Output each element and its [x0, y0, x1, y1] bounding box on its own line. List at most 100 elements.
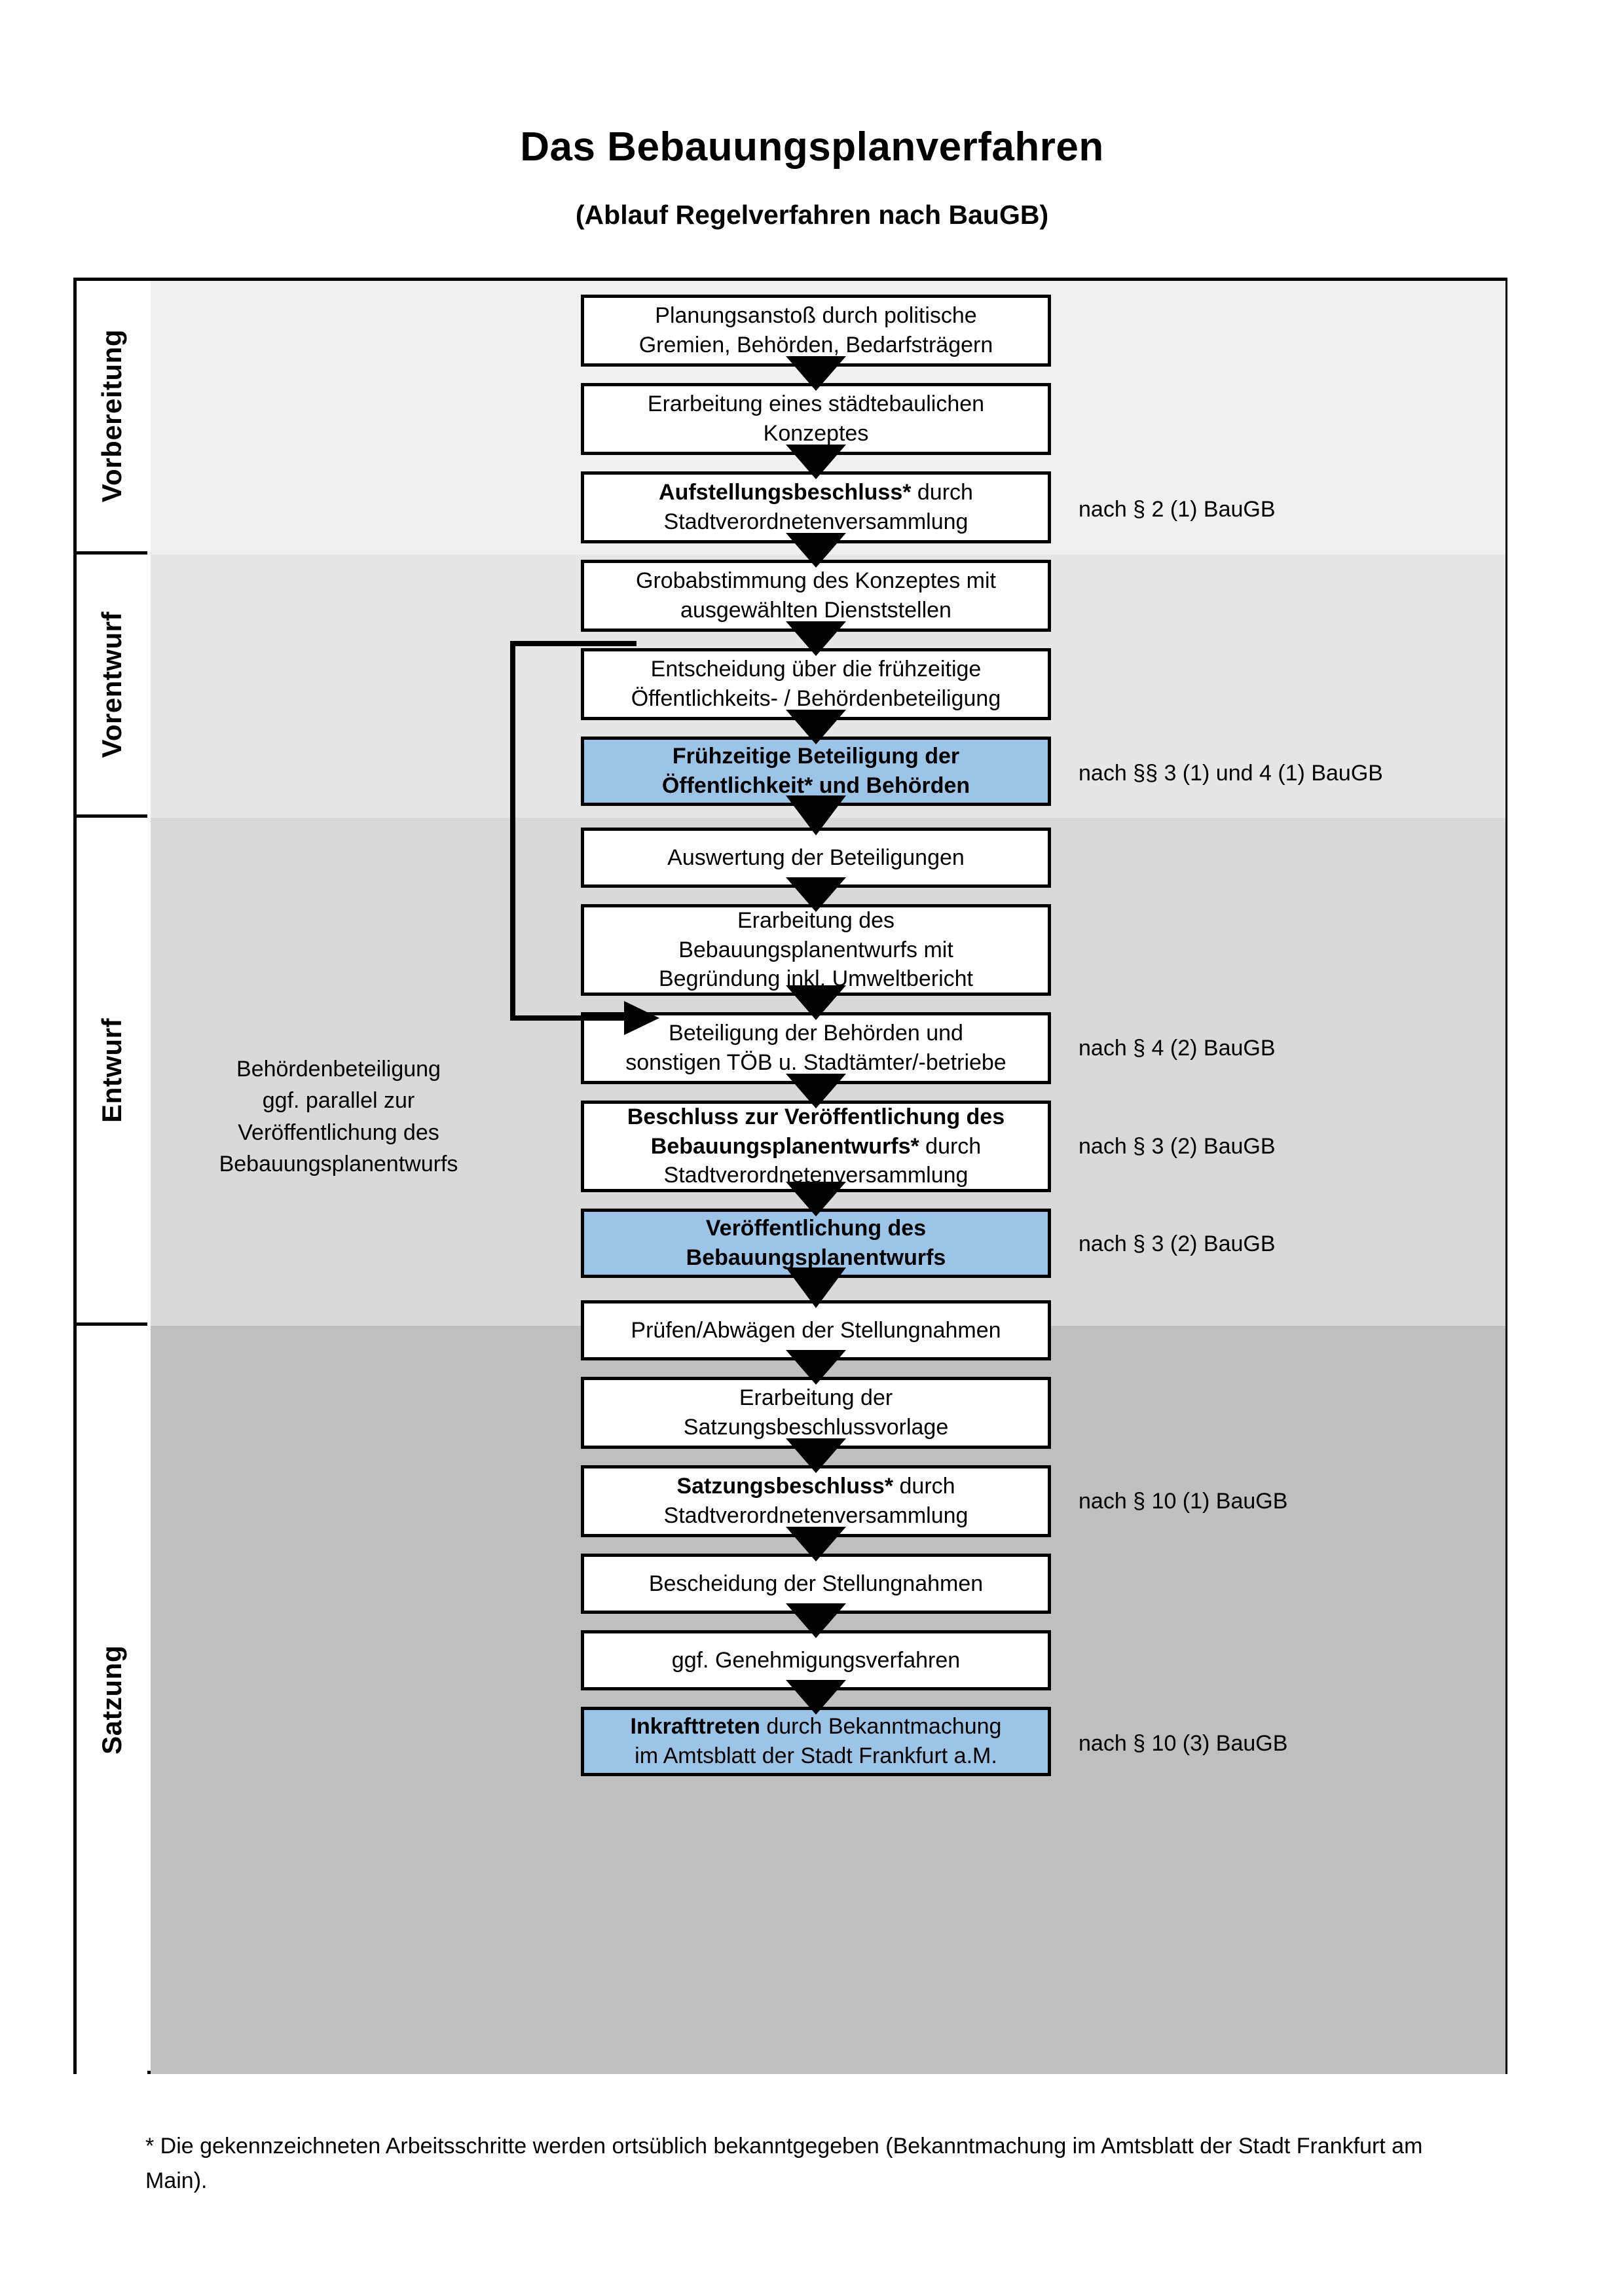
process-step-line-text: Prüfen/Abwägen der Stellungnahmen [631, 1317, 1001, 1343]
phase-label-text: Satzung [96, 1645, 127, 1755]
phase-label-text: Vorentwurf [96, 611, 127, 758]
process-step-line-text: Frühzeitige Beteiligung der [672, 744, 960, 769]
process-step-line-text: Konzeptes [763, 421, 869, 446]
flow-arrow-down [786, 795, 846, 835]
process-step-line: Inkrafttreten durch Bekanntmachung [631, 1712, 1002, 1741]
process-step-line: Beschluss zur Veröffentlichung des [627, 1102, 1005, 1132]
process-step-line-suffix: durch [919, 1133, 982, 1159]
process-step-line: Veröffentlichung des [686, 1214, 946, 1243]
legal-reference-ref-par10-1: nach § 10 (1) BauGB [1079, 1489, 1288, 1514]
process-step-line-text: Beteiligung der Behörden und [669, 1021, 963, 1046]
process-step-line-text: im Amtsblatt der Stadt Frankfurt a.M. [635, 1743, 997, 1768]
process-step-line-text: Öffentlichkeit* und Behörden [661, 773, 970, 798]
process-step-line-text: Bebauungsplanentwurfs* [650, 1133, 919, 1159]
side-note-line: Veröffentlichung des [238, 1120, 439, 1145]
legal-reference-ref-par3-2a: nach § 3 (2) BauGB [1079, 1134, 1276, 1159]
process-step-line: Bebauungsplanentwurfs [686, 1243, 946, 1273]
legal-reference-ref-par10-3: nach § 10 (3) BauGB [1079, 1731, 1288, 1756]
process-step-label: ggf. Genehmigungsverfahren [672, 1646, 960, 1675]
flow-arrow-down [786, 445, 846, 479]
process-step-line-text: Gremien, Behörden, Bedarfsträgern [638, 333, 993, 357]
process-step-line-text: Satzungsbeschluss* [676, 1474, 894, 1499]
process-step-line: sonstigen TÖB u. Stadtämter/-betriebe [625, 1048, 1006, 1078]
phase-label-text: Vorbereitung [96, 329, 127, 503]
flow-arrow-down [786, 1267, 846, 1308]
process-step-line-suffix: durch [911, 480, 973, 505]
process-step-line-suffix: durch [893, 1474, 955, 1499]
flow-arrow-down [786, 710, 846, 744]
footnote-text: * Die gekennzeichneten Arbeitsschritte w… [145, 2134, 1423, 2193]
process-step-line-text: Bescheidung der Stellungnahmen [648, 1571, 984, 1596]
process-step-line-text: Aufstellungsbeschluss* [659, 480, 912, 505]
process-step-line: Bebauungsplanentwurfs mit [659, 936, 973, 965]
process-step-line-text: ggf. Genehmigungsverfahren [671, 1647, 961, 1673]
process-step-label: Prüfen/Abwägen der Stellungnahmen [631, 1316, 1001, 1345]
process-step-line: Frühzeitige Beteiligung der [662, 742, 970, 771]
process-step-line: ggf. Genehmigungsverfahren [672, 1646, 960, 1675]
phase-label-satzung: Satzung [77, 1326, 147, 2074]
process-step-line-text: Stadtverordnetenversammlung [663, 1503, 969, 1528]
process-step-line: Satzungsbeschluss* durch [664, 1472, 969, 1501]
process-step-line: Gremien, Behörden, Bedarfsträgern [639, 331, 993, 360]
flow-arrow-down [786, 877, 846, 912]
flow-arrow-down [786, 533, 846, 568]
page-subtitle: (Ablauf Regelverfahren nach BauGB) [575, 200, 1049, 230]
process-step-line-text: Auswertung der Beteiligungen [667, 845, 965, 870]
process-step-line: Erarbeitung eines städtebaulichen [648, 390, 984, 419]
process-step-line-text: sonstigen TÖB u. Stadtämter/-betriebe [625, 1050, 1006, 1075]
process-step-line-text: Erarbeitung des [737, 907, 895, 933]
process-step-line: ausgewählten Dienststellen [636, 596, 996, 625]
phase-label-entwurf: Entwurf [77, 818, 147, 1326]
flow-arrow-down [786, 1350, 846, 1385]
process-step-line: Auswertung der Beteiligungen [667, 843, 965, 873]
process-step-line-text: Satzungsbeschlussvorlage [683, 1415, 949, 1440]
process-step-label: Bescheidung der Stellungnahmen [649, 1569, 983, 1599]
process-step-line-text: Erarbeitung eines städtebaulichen [647, 392, 985, 417]
process-step-label: Auswertung der Beteiligungen [667, 843, 965, 873]
process-step-line-text: Inkrafttreten [630, 1714, 760, 1740]
process-step-line: Stadtverordnetenversammlung [659, 507, 973, 537]
process-step-line: im Amtsblatt der Stadt Frankfurt a.M. [631, 1741, 1002, 1771]
process-step-line: Öffentlichkeits- / Behördenbeteiligung [631, 684, 1001, 714]
process-step-line-text: Grobabstimmung des Konzeptes mit [636, 568, 996, 594]
process-step-line: Entscheidung über die frühzeitige [631, 655, 1001, 684]
process-step-line-text: Bebauungsplanentwurfs mit [678, 937, 953, 962]
legal-reference-ref-par3-2b: nach § 3 (2) BauGB [1079, 1231, 1276, 1256]
process-step-line-suffix: durch Bekanntmachung [760, 1714, 1002, 1740]
phase-label-vorbereitung: Vorbereitung [77, 281, 147, 555]
flow-arrow-down [786, 1680, 846, 1715]
process-step-line-text: Öffentlichkeits- / Behördenbeteiligung [631, 686, 1001, 711]
process-step-line: Aufstellungsbeschluss* durch [659, 478, 973, 507]
flow-arrow-down [786, 1527, 846, 1561]
process-step-line: Stadtverordnetenversammlung [664, 1501, 969, 1531]
phase-label-vorentwurf: Vorentwurf [77, 555, 147, 818]
flow-arrow-down [786, 1182, 846, 1216]
process-step-label: Beteiligung der Behörden und sonstigen TÖ… [625, 1019, 1006, 1078]
phase-label-text: Entwurf [96, 1017, 127, 1123]
process-step-line-text: Bebauungsplanentwurfs [686, 1245, 946, 1270]
process-step-line: Konzeptes [648, 419, 984, 448]
flow-arrow-down [786, 1074, 846, 1108]
page-title: Das Bebauungsplanverfahren [520, 124, 1104, 170]
process-step-line: Grobabstimmung des Konzeptes mit [636, 566, 996, 596]
process-step-line: Beteiligung der Behörden und [625, 1019, 1006, 1048]
